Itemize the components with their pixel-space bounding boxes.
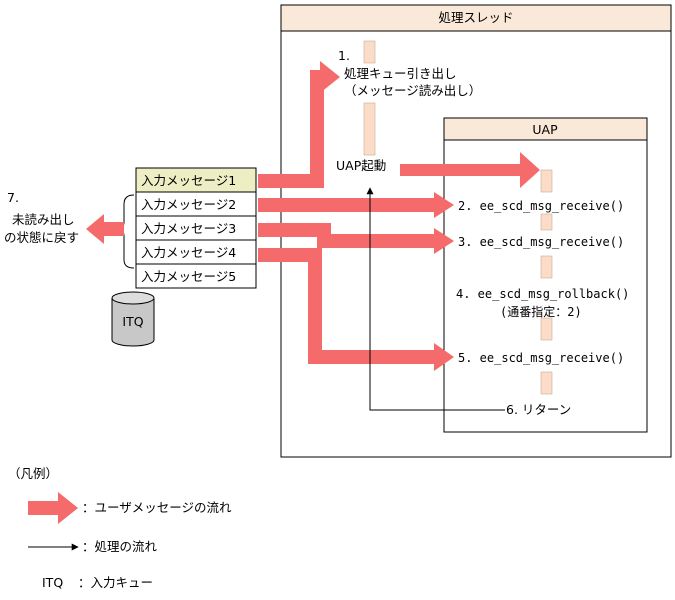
step7-number: 7.	[7, 190, 19, 205]
message-row-5	[135, 263, 257, 289]
step1-number: 1.	[338, 48, 350, 63]
arrow-uap-start	[400, 152, 540, 188]
step1-line2: （メッセージ読み出し）	[344, 83, 481, 98]
message-row-3	[135, 215, 257, 241]
legend-itq-key: ITQ	[42, 575, 63, 590]
uap-start-label: UAP起動	[336, 158, 386, 173]
legend-itq-desc: ：入力キュー	[78, 575, 153, 590]
message-label-1: 入力メッセージ1	[141, 173, 236, 188]
step2-label: 2. ee_scd_msg_receive()	[458, 199, 624, 213]
itq-cylinder: ITQ	[111, 291, 155, 347]
step5-label: 5. ee_scd_msg_receive()	[458, 351, 624, 365]
legend-process-flow: ：処理の流れ	[82, 539, 158, 554]
uap-activation-bar-5	[540, 371, 553, 395]
thread-activation-bar-1	[363, 40, 376, 64]
uap-activation-bar-4	[540, 317, 553, 341]
step7-line1: 未読み出し	[12, 212, 75, 227]
uap-activation-bar-3	[540, 255, 553, 279]
legend-user-arrow	[28, 492, 78, 524]
step7-line2: の状態に戻す	[4, 230, 79, 245]
message-label-2: 入力メッセージ2	[141, 197, 236, 212]
message-label-3: 入力メッセージ3	[141, 221, 236, 236]
itq-label: ITQ	[122, 314, 143, 329]
message-label-4: 入力メッセージ4	[141, 245, 236, 260]
message-row-2	[135, 191, 257, 217]
step3-label: 3. ee_scd_msg_receive()	[458, 235, 624, 249]
arrow-msg-2	[258, 192, 454, 218]
message-row-1	[135, 167, 257, 193]
step6-label: 6. リターン	[506, 402, 571, 417]
input-queue-table: 入力メッセージ1 入力メッセージ2 入力メッセージ3 入力メッセージ4 入力メッ…	[135, 167, 257, 289]
thread-activation-bar-2	[363, 102, 376, 156]
legend-title: （凡例）	[8, 466, 58, 481]
step1-line1: 処理キュー引き出し	[344, 66, 457, 81]
uap-activation-bar-1	[540, 169, 553, 193]
arrow-msg-3	[258, 223, 454, 254]
arrow-dequeue	[258, 61, 340, 188]
return-flow-line	[366, 187, 505, 411]
uap-activation-bar-2	[540, 213, 553, 231]
step4-line2: (通番指定：2)	[500, 304, 582, 319]
legend-user-message-flow: ：ユーザメッセージの流れ	[82, 500, 232, 515]
step4-line1: 4. ee_scd_msg_rollback()	[456, 287, 629, 301]
legend: （凡例） ：ユーザメッセージの流れ ：処理の流れ ITQ ：入力キュー	[8, 466, 232, 590]
uap-title: UAP	[532, 122, 558, 137]
arrow-restore-unread	[86, 214, 124, 244]
thread-title: 処理スレッド	[438, 10, 513, 25]
arrow-msg-4	[258, 248, 454, 371]
message-label-5: 入力メッセージ5	[141, 269, 236, 284]
